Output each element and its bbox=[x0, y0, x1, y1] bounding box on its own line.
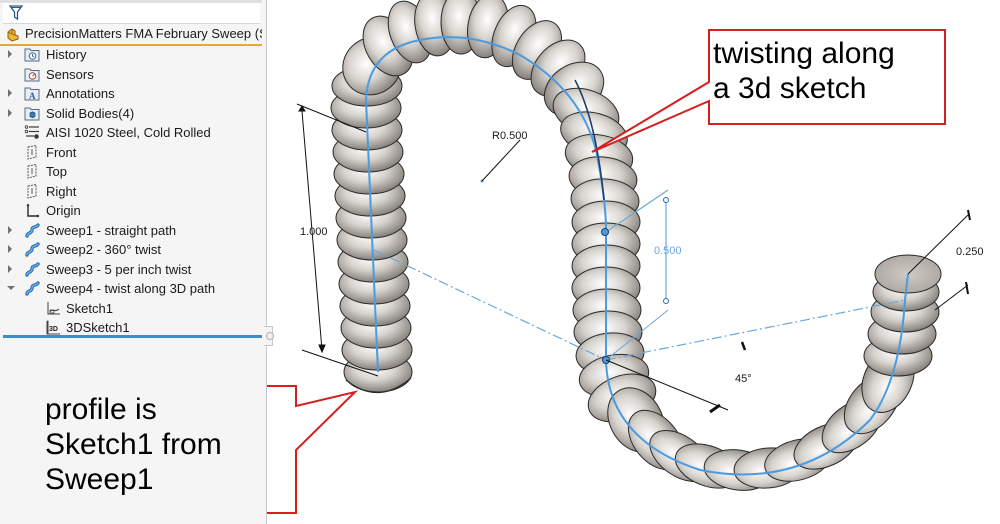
tree-item-sensors[interactable]: Sensors bbox=[0, 65, 262, 85]
history-folder-icon bbox=[24, 48, 40, 62]
tree-item-label: Sensors bbox=[46, 66, 94, 82]
tree-item-3dsketch1[interactable]: 3D 3DSketch1 bbox=[0, 318, 262, 338]
tree-item-sweep3[interactable]: Sweep3 - 5 per inch twist bbox=[0, 260, 262, 280]
expand-arrow-icon[interactable] bbox=[8, 89, 12, 97]
sweep-icon bbox=[25, 222, 40, 238]
part-root-node[interactable]: PrecisionMatters FMA February Sweep (S bbox=[0, 24, 262, 46]
tree-filter-bar[interactable] bbox=[3, 3, 260, 24]
svg-text:A: A bbox=[29, 91, 36, 101]
tree-item-right-plane[interactable]: Right bbox=[0, 182, 262, 202]
tree-item-label: Sweep3 - 5 per inch twist bbox=[46, 261, 192, 277]
plane-icon bbox=[27, 163, 37, 179]
3d-sketch-icon: 3D bbox=[46, 320, 60, 335]
length-dimension[interactable]: 1.000 bbox=[300, 226, 328, 238]
tree-item-top-plane[interactable]: Top bbox=[0, 162, 262, 182]
expand-arrow-icon[interactable] bbox=[8, 245, 12, 253]
panel-top-strip bbox=[0, 0, 262, 3]
tree-item-sketch1[interactable]: Sketch1 bbox=[0, 299, 262, 319]
sweep-icon bbox=[25, 261, 40, 277]
callout-bottom-shape bbox=[267, 385, 359, 514]
tree-item-label: Sketch1 bbox=[66, 300, 113, 316]
rollback-handle[interactable] bbox=[266, 332, 274, 340]
callout-bottom: profile is Sketch1 from Sweep1 bbox=[45, 392, 222, 497]
sweep-icon bbox=[25, 242, 40, 257]
callout-top: twisting along a 3d sketch bbox=[713, 36, 895, 106]
tree-item-material[interactable]: AISI 1020 Steel, Cold Rolled bbox=[0, 123, 262, 143]
diameter-dimension[interactable]: 0.250 bbox=[956, 246, 984, 258]
tree-item-sweep4[interactable]: Sweep4 - twist along 3D path bbox=[0, 279, 262, 299]
tree-item-sweep2[interactable]: Sweep2 - 360° twist bbox=[0, 240, 262, 260]
radius-dimension[interactable]: R0.500 bbox=[492, 130, 528, 142]
callout-bottom-line2: Sketch1 from bbox=[45, 428, 222, 461]
sketch-icon bbox=[47, 301, 60, 314]
pitch-dimension[interactable]: 0.500 bbox=[654, 245, 682, 257]
tree-item-label: Sweep4 - twist along 3D path bbox=[46, 281, 216, 296]
tree-item-history[interactable]: History bbox=[0, 45, 262, 65]
tree-item-label: Origin bbox=[46, 203, 81, 218]
tree-item-annotations[interactable]: A Annotations bbox=[0, 84, 262, 104]
tree-item-label: Solid Bodies(4) bbox=[46, 105, 135, 121]
graphics-viewport[interactable]: R0.500 1.000 0.500 0.250 45° bbox=[267, 0, 1000, 524]
expand-arrow-icon[interactable] bbox=[8, 108, 12, 117]
tree-item-solid-bodies[interactable]: Solid Bodies(4) bbox=[0, 104, 262, 124]
tree-item-label: History bbox=[46, 47, 87, 62]
plane-icon bbox=[27, 183, 37, 199]
part-icon bbox=[7, 28, 19, 42]
callout-bottom-line3: Sweep1 bbox=[45, 463, 154, 496]
dimension-annotations bbox=[296, 103, 971, 414]
model-view bbox=[267, 0, 971, 514]
sweep-icon bbox=[25, 281, 40, 296]
callout-top-line2: a 3d sketch bbox=[713, 72, 867, 105]
sweep-path-3d-sketch bbox=[364, 36, 909, 476]
callout-top-line1: twisting along bbox=[713, 37, 895, 70]
tree-item-origin[interactable]: Origin bbox=[0, 201, 262, 221]
annotations-folder-icon: A bbox=[24, 87, 40, 101]
tree-item-label: Sweep2 - 360° twist bbox=[46, 242, 162, 257]
solid-bodies-folder-icon bbox=[24, 107, 40, 120]
tree-item-label: Annotations bbox=[46, 86, 115, 101]
feature-list: History Sensors A Annotations bbox=[0, 45, 262, 338]
tree-item-label: Sweep1 - straight path bbox=[46, 222, 177, 238]
callout-top-shape bbox=[591, 29, 946, 153]
part-name: PrecisionMatters FMA February Sweep (S bbox=[25, 26, 262, 41]
tree-item-label: AISI 1020 Steel, Cold Rolled bbox=[46, 125, 211, 140]
angle-dimension[interactable]: 45° bbox=[735, 373, 752, 385]
tree-rollback-bar[interactable] bbox=[3, 335, 262, 338]
svg-text:3D: 3D bbox=[49, 326, 58, 333]
tree-item-label: Front bbox=[46, 144, 77, 160]
tree-item-label: Top bbox=[46, 164, 67, 179]
plane-icon bbox=[27, 144, 37, 160]
expand-arrow-icon[interactable] bbox=[8, 50, 12, 58]
callout-bottom-line1: profile is bbox=[45, 393, 157, 426]
tree-item-sweep1[interactable]: Sweep1 - straight path bbox=[0, 221, 262, 241]
origin-icon bbox=[26, 203, 40, 218]
tree-item-label: Right bbox=[46, 183, 77, 199]
sensors-folder-icon bbox=[24, 68, 40, 81]
funnel-icon[interactable] bbox=[9, 5, 23, 21]
expand-arrow-icon[interactable] bbox=[8, 225, 12, 234]
collapse-arrow-icon[interactable] bbox=[7, 286, 15, 290]
tree-item-label: 3DSketch1 bbox=[66, 320, 130, 335]
material-icon bbox=[24, 125, 39, 139]
expand-arrow-icon[interactable] bbox=[8, 264, 12, 273]
feature-manager-tree: PrecisionMatters FMA February Sweep (S H… bbox=[0, 0, 267, 524]
tree-item-front-plane[interactable]: Front bbox=[0, 143, 262, 163]
